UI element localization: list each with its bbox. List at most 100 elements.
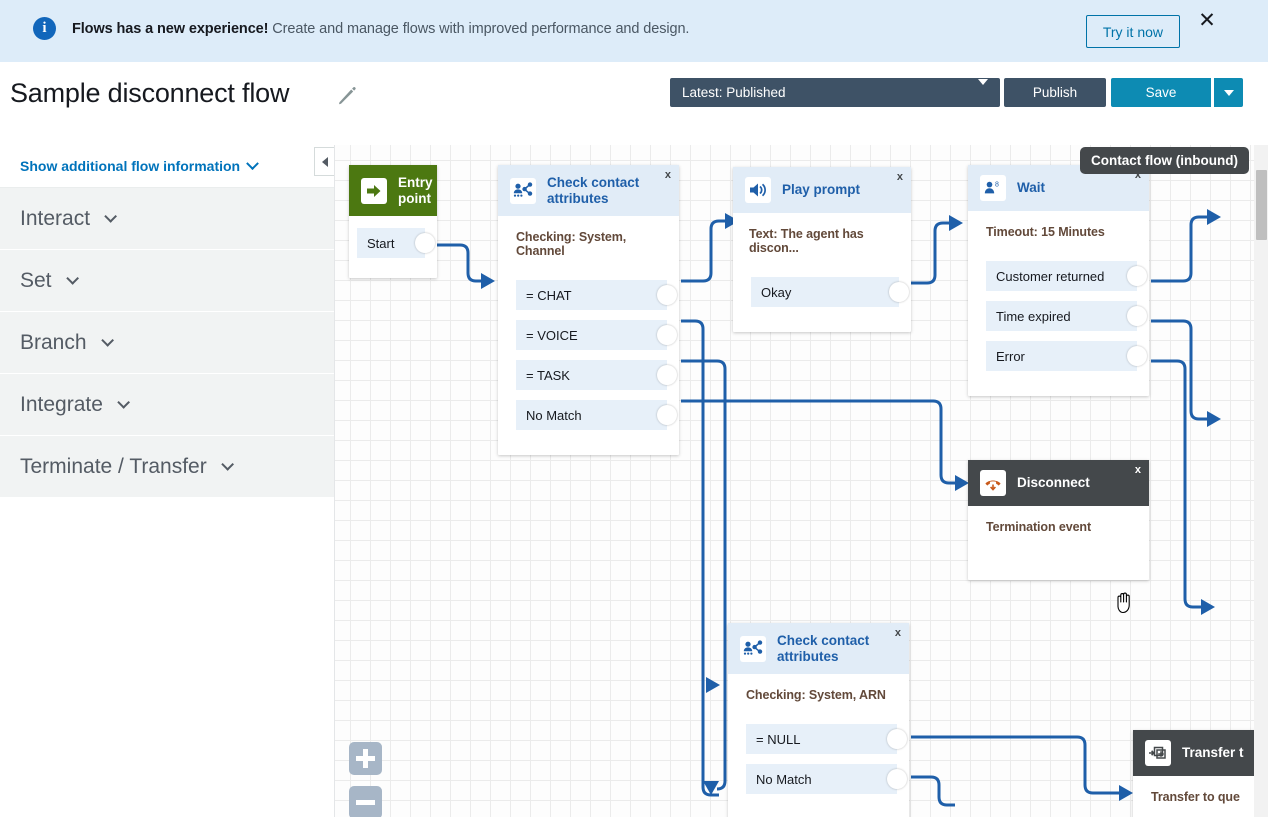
palette-empty-area: [0, 498, 334, 817]
port-no-match[interactable]: No Match: [516, 400, 677, 431]
port-label: = VOICE: [526, 327, 578, 343]
node-title: Entry point: [398, 175, 433, 206]
sidebar-item-integrate[interactable]: Integrate: [0, 374, 334, 436]
save-button[interactable]: Save: [1111, 78, 1211, 107]
close-icon[interactable]: x: [896, 171, 903, 183]
zoom-out-button[interactable]: [349, 786, 382, 817]
port-connector-dot[interactable]: [887, 729, 907, 750]
node-body: = CHAT = VOICE = TASK No Match: [498, 280, 679, 455]
port-connector-dot[interactable]: [889, 282, 909, 302]
port-chat[interactable]: = CHAT: [516, 280, 677, 311]
sidebar-item-label: Terminate / Transfer: [20, 454, 207, 478]
publish-button[interactable]: Publish: [1004, 78, 1106, 107]
node-title: Transfer t: [1182, 745, 1244, 761]
canvas-vertical-scrollbar-track[interactable]: [1254, 145, 1268, 817]
node-subtitle: Termination event: [986, 520, 1092, 534]
sidebar-item-label: Branch: [20, 330, 87, 354]
port-connector-dot[interactable]: [415, 233, 435, 254]
port-okay[interactable]: Okay: [751, 277, 909, 307]
port-voice[interactable]: = VOICE: [516, 320, 677, 351]
node-title: Wait: [1017, 180, 1045, 196]
close-icon[interactable]: x: [664, 169, 671, 181]
port-label: Customer returned: [996, 268, 1105, 284]
close-icon[interactable]: ✕: [1198, 8, 1216, 32]
banner-message: Flows has a new experience! Create and m…: [72, 21, 689, 37]
close-icon[interactable]: x: [1134, 169, 1141, 181]
chevron-down-icon: [978, 79, 988, 100]
node-subtitle: Text: The agent has discon...: [749, 227, 864, 255]
close-icon[interactable]: x: [894, 627, 901, 639]
port-connector-dot[interactable]: [887, 769, 907, 790]
contact-attributes-icon: [510, 177, 536, 204]
node-entry-point[interactable]: Entry point Start: [349, 165, 437, 279]
port-task[interactable]: = TASK: [516, 360, 677, 391]
port-label: Start: [367, 235, 395, 251]
transfer-icon: [1145, 740, 1171, 766]
port-time-expired[interactable]: Time expired: [986, 301, 1147, 331]
node-title: Check contact attributes: [547, 175, 640, 206]
palette-header: Show additional flow information: [0, 145, 334, 188]
chevron-down-icon: [100, 334, 114, 347]
banner-body: Create and manage flows with improved pe…: [272, 21, 690, 37]
try-it-now-button[interactable]: Try it now: [1085, 15, 1180, 48]
chevron-down-icon: [246, 156, 259, 170]
sidebar-item-label: Interact: [20, 206, 91, 230]
node-title: Disconnect: [1017, 475, 1090, 491]
node-check-contact-attributes-1[interactable]: Check contact attributes x Checking: Sys…: [498, 165, 679, 456]
node-body: [968, 544, 1149, 580]
version-selector-value: Latest: Published: [682, 85, 786, 100]
page-title: Sample disconnect flow: [10, 78, 290, 108]
node-subtitle: Transfer to que: [1151, 790, 1240, 804]
port-connector-dot[interactable]: [657, 325, 677, 346]
show-additional-flow-information-toggle[interactable]: Show additional flow information: [20, 156, 259, 174]
person-clock-icon: 8: [980, 175, 1006, 201]
sidebar-item-branch[interactable]: Branch: [0, 312, 334, 374]
node-wait[interactable]: 8 Wait x Timeout: 15 Minutes Customer re…: [968, 165, 1149, 396]
save-menu-button[interactable]: [1214, 78, 1243, 107]
canvas-vertical-scrollbar-thumb[interactable]: [1256, 170, 1267, 240]
pencil-icon[interactable]: [336, 85, 358, 107]
port-connector-dot[interactable]: [657, 365, 677, 386]
port-connector-dot[interactable]: [1127, 346, 1147, 366]
canvas-tooltip: Contact flow (inbound): [1080, 147, 1249, 174]
node-header: Play prompt x: [733, 167, 911, 213]
port-connector-dot[interactable]: [1127, 266, 1147, 286]
port-start[interactable]: Start: [357, 228, 435, 259]
port-connector-dot[interactable]: [1127, 306, 1147, 326]
version-selector[interactable]: Latest: Published: [670, 78, 1000, 107]
port-label: Okay: [761, 284, 792, 300]
port-error[interactable]: Error: [986, 341, 1147, 371]
minus-icon: [356, 800, 375, 805]
port-connector-dot[interactable]: [657, 285, 677, 306]
node-check-contact-attributes-2[interactable]: Check contact attributes x Checking: Sys…: [728, 623, 909, 817]
phone-hangup-icon: [980, 470, 1006, 496]
node-header: Check contact attributes x: [728, 623, 909, 675]
sidebar-item-terminate-transfer[interactable]: Terminate / Transfer: [0, 436, 334, 498]
node-subtitle: Timeout: 15 Minutes: [986, 225, 1105, 239]
svg-text:8: 8: [995, 181, 999, 188]
port-null[interactable]: = NULL: [746, 724, 907, 755]
speaker-icon: [745, 177, 771, 203]
sidebar-item-set[interactable]: Set: [0, 250, 334, 312]
node-body: Okay: [733, 277, 911, 332]
port-label: Time expired: [996, 308, 1071, 324]
close-icon[interactable]: x: [1134, 464, 1141, 476]
port-label: No Match: [526, 407, 582, 423]
node-transfer-to-queue[interactable]: Transfer t Transfer to que: [1133, 730, 1268, 817]
node-title: Check contact attributes: [777, 633, 870, 664]
port-customer-returned[interactable]: Customer returned: [986, 261, 1147, 291]
port-connector-dot[interactable]: [657, 405, 677, 426]
port-no-match[interactable]: No Match: [746, 764, 907, 795]
sidebar-item-interact[interactable]: Interact: [0, 188, 334, 250]
node-header: Check contact attributes x: [498, 165, 679, 217]
sidebar-item-label: Integrate: [20, 392, 103, 416]
node-disconnect[interactable]: Disconnect x Termination event: [968, 460, 1149, 580]
node-play-prompt[interactable]: Play prompt x Text: The agent has discon…: [733, 167, 911, 332]
chevron-down-icon: [220, 458, 234, 471]
port-label: = CHAT: [526, 287, 572, 303]
collapse-panel-button[interactable]: [314, 147, 334, 176]
flow-canvas[interactable]: Entry point Start: [335, 145, 1268, 817]
zoom-in-button[interactable]: [349, 742, 382, 775]
grab-hand-cursor: [1114, 590, 1134, 614]
arrow-right-icon: [361, 177, 387, 204]
